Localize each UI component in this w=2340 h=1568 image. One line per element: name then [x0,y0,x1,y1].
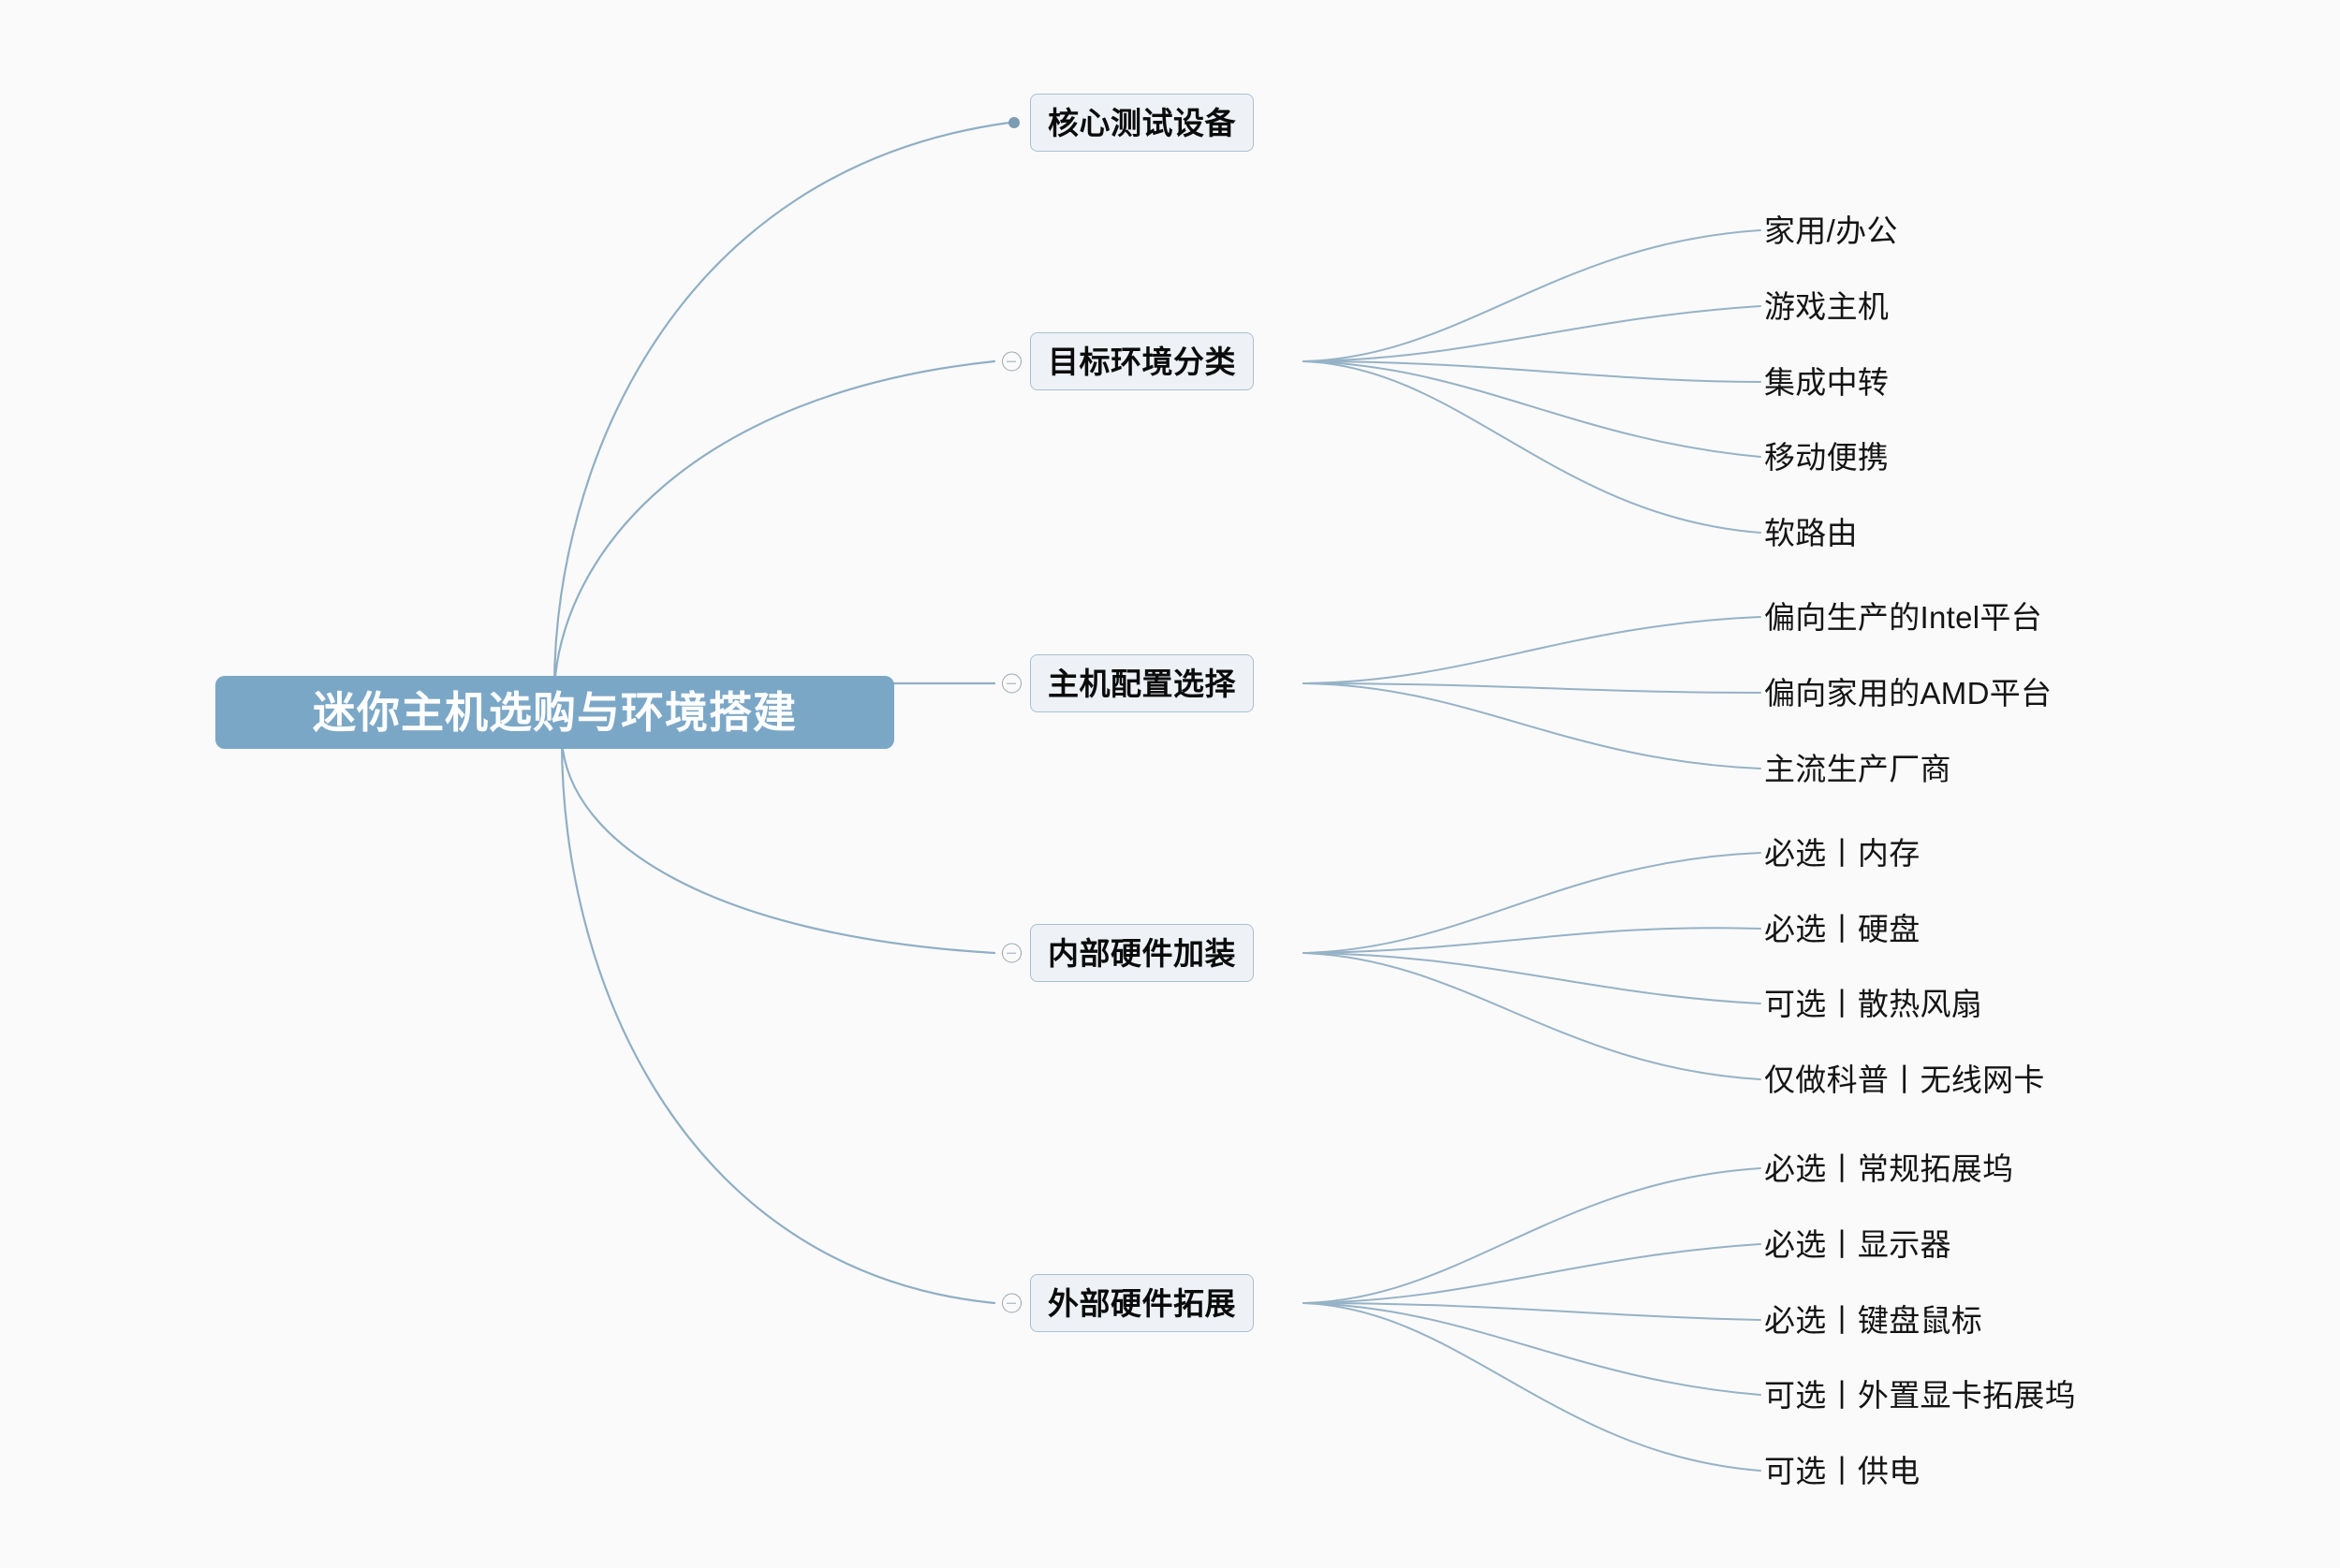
edge-branch-2-leaf-1 [1302,682,1761,694]
leaf-node[interactable]: 必选丨内存 [1764,836,1921,871]
collapse-toggle-icon[interactable] [1002,673,1022,694]
leaf-node[interactable]: 主流生产厂商 [1764,752,1951,786]
branch-node-target-environment[interactable]: 目标环境分类 [1002,332,1254,390]
leaf-node[interactable]: 家用/办公 [1764,213,1898,248]
branch-node-host-configuration[interactable]: 主机配置选择 [1002,654,1254,712]
edge-branch-1-leaf-2 [1302,360,1761,383]
edge-branch-4-leaf-4 [1302,1302,1761,1472]
branch-node-label: 内部硬件加装 [1048,935,1236,971]
edge-branch-1-leaf-1 [1302,305,1761,362]
edge-branch-4-leaf-0 [1302,1167,1761,1304]
edge-branch-3-leaf-3 [1302,952,1761,1080]
leaf-node[interactable]: 游戏主机 [1764,289,1890,324]
branch-node-label: 外部硬件拓展 [1048,1285,1236,1321]
branch-node-label: 核心测试设备 [1048,105,1236,140]
branch-node-label: 主机配置选择 [1048,666,1236,701]
root-node[interactable]: 迷你主机选购与环境搭建 [215,676,894,749]
leaf-node[interactable]: 必选丨显示器 [1764,1227,1951,1262]
edge-branch-2-leaf-0 [1302,616,1761,684]
leaf-node[interactable]: 可选丨散热风扇 [1764,987,1983,1021]
leaf-node[interactable]: 仅做科普丨无线网卡 [1764,1062,2045,1097]
leaf-node[interactable]: 必选丨常规拓展坞 [1764,1151,2014,1186]
edge-branch-1-leaf-4 [1302,360,1761,534]
branch-node-label: 目标环境分类 [1048,344,1236,379]
root-node-label: 迷你主机选购与环境搭建 [313,688,797,737]
collapse-toggle-icon[interactable] [1002,1293,1022,1313]
leaf-node[interactable]: 集成中转 [1764,365,1890,400]
branch-node-external-hardware[interactable]: 外部硬件拓展 [1002,1274,1254,1332]
branch-dot-icon [1008,117,1020,128]
branch-node-core-test-equipment[interactable]: 核心测试设备 [1008,94,1254,152]
leaf-node[interactable]: 软路由 [1764,516,1858,550]
edge-branch-4-leaf-2 [1302,1302,1761,1321]
leaf-node[interactable]: 必选丨硬盘 [1764,912,1921,946]
leaf-node[interactable]: 偏向家用的AMD平台 [1764,676,2053,711]
branch-node-internal-hardware[interactable]: 内部硬件加装 [1002,924,1254,982]
collapse-toggle-icon[interactable] [1002,351,1022,372]
leaf-node[interactable]: 可选丨供电 [1764,1454,1921,1488]
edge-branch-4-leaf-1 [1302,1243,1761,1304]
leaf-node[interactable]: 可选丨外置显卡拓展坞 [1764,1378,2076,1413]
collapse-toggle-icon[interactable] [1002,943,1022,963]
edge-branch-4-leaf-3 [1302,1302,1761,1396]
edge-root-to-branch-0 [552,121,1011,690]
edge-branch-2-leaf-2 [1302,682,1761,769]
edge-root-to-branch-1 [552,359,996,690]
edge-branch-3-leaf-2 [1302,952,1761,1004]
leaf-node[interactable]: 移动便携 [1764,440,1890,475]
edge-branch-3-leaf-1 [1302,927,1761,954]
edge-branch-3-leaf-0 [1302,852,1761,954]
leaf-node[interactable]: 偏向生产的Intel平台 [1764,600,2042,635]
edge-root-to-branch-3 [560,738,996,955]
edge-branch-1-leaf-0 [1302,229,1761,362]
edge-branch-1-leaf-3 [1302,360,1761,458]
edge-root-to-branch-4 [560,738,996,1305]
leaf-node[interactable]: 必选丨键盘鼠标 [1764,1303,1983,1338]
